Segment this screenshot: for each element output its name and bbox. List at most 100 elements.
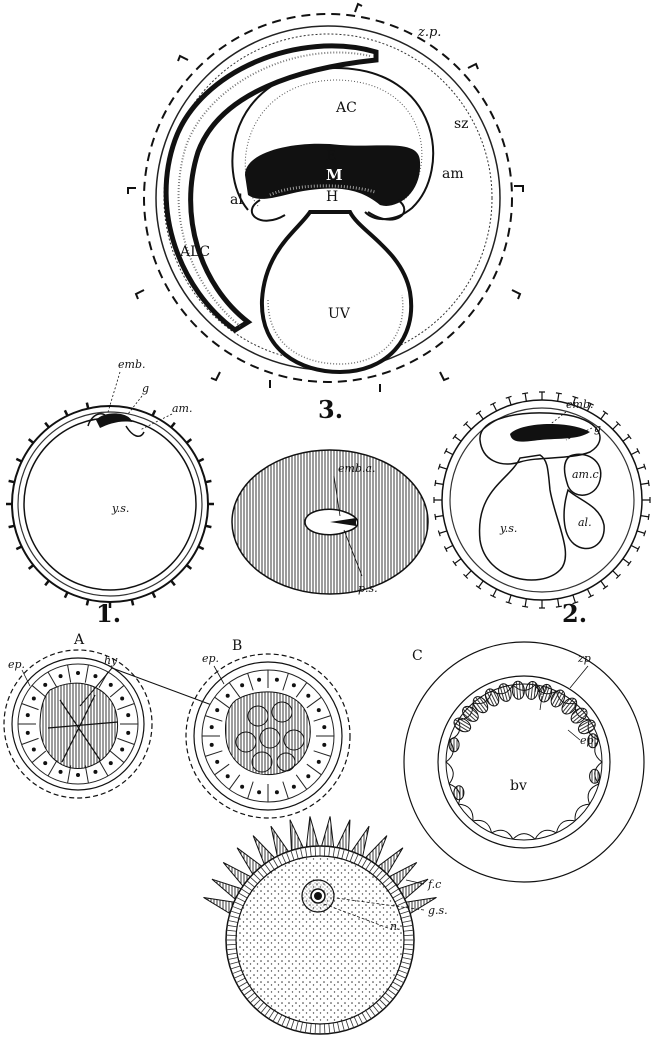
zona-stria: [401, 962, 411, 965]
figure-1: emb. g am. y.s. 1.: [6, 358, 214, 628]
zona-stria: [226, 944, 236, 945]
zona-stria: [241, 889, 249, 894]
fig1-villus: [29, 439, 34, 443]
fig2-villus: [587, 589, 593, 597]
fig2-villus: [637, 464, 646, 470]
figA-letter: A: [73, 632, 85, 648]
follicle-cell: [322, 816, 334, 846]
zona-stria: [404, 930, 414, 931]
fig2-yolk-sac: [480, 455, 566, 580]
cell-nucleus: [317, 760, 321, 764]
zona-stria: [337, 1022, 339, 1032]
figure-2: emb. g am.c. al. y.s. 2.: [434, 392, 650, 628]
fig1-villus: [29, 565, 34, 569]
cell-nucleus: [76, 671, 80, 675]
cell-nucleus: [240, 683, 244, 687]
zona-stria: [269, 1010, 274, 1018]
figure-number-1: 1.: [96, 599, 121, 628]
fig2-villus: [601, 581, 608, 589]
cell-nucleus: [93, 770, 97, 774]
fig1-villus: [153, 592, 156, 597]
follicle-cell: [352, 826, 369, 856]
fig2-villus: [444, 545, 452, 551]
zona-stria: [402, 920, 412, 922]
zona-stria: [229, 916, 239, 919]
zona-stria: [350, 1018, 354, 1027]
fig1-villus: [206, 481, 212, 482]
cell-nucleus: [76, 773, 80, 777]
zona-stria: [277, 1015, 282, 1024]
cell-nucleus: [109, 683, 113, 687]
zona-stria: [324, 1024, 325, 1034]
fig2-villus: [438, 531, 447, 537]
fig2-label-ys: y.s.: [499, 522, 517, 535]
zona-stria: [231, 966, 241, 969]
label-al: al: [230, 192, 243, 208]
fig2-villus: [623, 559, 631, 566]
label-e: E: [326, 148, 336, 164]
follicle-cell: [290, 820, 303, 851]
zona-stria: [397, 974, 406, 978]
cell-nucleus: [93, 674, 97, 678]
zona-stria: [397, 902, 406, 906]
label-sz: sz: [454, 116, 469, 132]
zona-stria: [333, 1023, 335, 1033]
zona-stria: [234, 974, 243, 978]
fig1-villi: [6, 403, 214, 608]
zona-stria: [342, 1021, 345, 1031]
zona-stria: [296, 849, 299, 859]
fig1-label-am: am.: [172, 402, 193, 415]
zona-stria: [379, 874, 386, 881]
zona-stria: [358, 856, 363, 865]
trophoblast-cell: [513, 834, 535, 840]
fig1-villus: [45, 423, 49, 428]
zona-stria: [250, 877, 257, 884]
fig2-villus: [613, 422, 621, 430]
label-emba: emb.a.: [338, 462, 376, 475]
cell-nucleus: [306, 774, 310, 778]
label-fc: f.c: [427, 878, 441, 891]
label-n: n.: [390, 920, 401, 933]
zona-stria: [247, 993, 255, 999]
fig2-villus: [539, 600, 545, 608]
zona-stria: [241, 986, 249, 991]
label-m: M: [326, 166, 343, 184]
fig2-villus: [435, 514, 443, 520]
fig1-villus: [65, 410, 68, 415]
fig2-villus: [642, 497, 650, 503]
zona-stria: [379, 999, 386, 1006]
cell-nucleus: [43, 761, 47, 765]
follicle-cell: [271, 826, 288, 856]
fig2-villus: [623, 434, 631, 441]
fig2-villus: [476, 581, 483, 589]
figure-3: z.p. sz AC am E M H al ALC UV 3.: [128, 4, 523, 424]
zona-stria: [310, 847, 311, 857]
figure-number-2: 2.: [562, 599, 587, 628]
zona-stria: [373, 867, 379, 875]
zona-stria: [404, 935, 414, 936]
hypoblast-cell: [454, 786, 464, 800]
fig2-villus: [490, 589, 496, 597]
cell-nucleus: [26, 713, 30, 717]
umbilical-vesicle: [262, 212, 411, 372]
zona-stria: [282, 1017, 286, 1026]
zona-stria: [239, 893, 248, 898]
fig1-villus: [65, 592, 68, 597]
cell-nucleus: [306, 694, 310, 698]
zona-stria: [261, 1005, 267, 1013]
fig2-villus: [539, 392, 545, 400]
zona-stria: [229, 962, 239, 965]
zona-stria: [393, 893, 402, 898]
label-ps: p.s.: [358, 582, 378, 595]
zona-stria: [337, 848, 339, 858]
zona-stria: [400, 911, 410, 914]
zona-stria: [291, 1020, 294, 1030]
zona-stria: [382, 877, 389, 884]
zona-stria: [346, 851, 349, 861]
zona-stria: [362, 1013, 367, 1022]
fig2-villus: [490, 402, 496, 410]
cell-nucleus: [32, 697, 36, 701]
fig1-villus: [9, 481, 15, 482]
fig1-villus: [153, 410, 156, 415]
fig1-villus: [45, 581, 49, 586]
